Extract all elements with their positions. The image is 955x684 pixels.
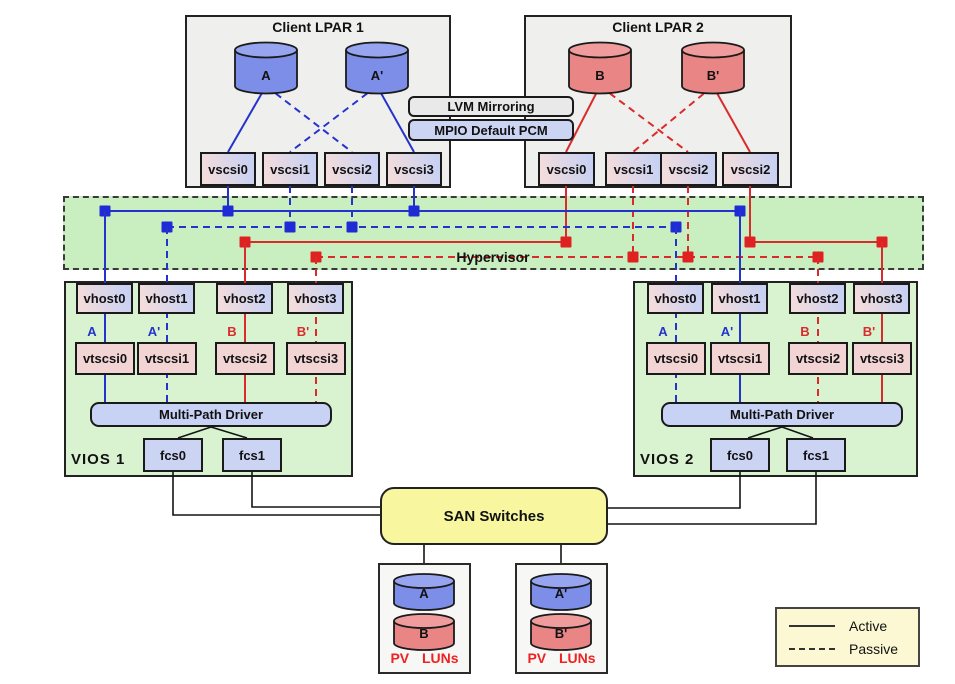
vios1-vhost3-box: vhost3 bbox=[287, 283, 344, 314]
vios2-label: VIOS 2 bbox=[640, 451, 695, 468]
mpio-default-pcm-box: MPIO Default PCM bbox=[408, 119, 574, 141]
fcs-san-links bbox=[172, 472, 817, 525]
lpar2-vscsi2-box: vscsi2 bbox=[660, 152, 717, 186]
mpd-fcs-links bbox=[177, 426, 814, 439]
solid-line-sample bbox=[789, 624, 835, 627]
lpar1-vscsi1-box: vscsi1 bbox=[262, 152, 318, 186]
vios2-vhost0-box: vhost0 bbox=[647, 283, 704, 314]
disk-a-prime-cylinder: A' bbox=[345, 41, 409, 95]
client-lpar2-title: Client LPAR 2 bbox=[612, 19, 704, 35]
disk-a-prime-label: A' bbox=[371, 68, 383, 83]
vios2-vtscsi0-box: vtscsi0 bbox=[646, 342, 706, 375]
vios1-fcs1-box: fcs1 bbox=[222, 438, 282, 472]
vios1-vhost0-box: vhost0 bbox=[76, 283, 133, 314]
lpar1-disk-links bbox=[227, 85, 415, 153]
vios2-vtscsi2-box: vtscsi2 bbox=[788, 342, 848, 375]
lpar2-vscsi2b-box: vscsi2 bbox=[722, 152, 779, 186]
hypervisor-bus-blue-passive bbox=[161, 221, 682, 233]
vios2-fcs1-box: fcs1 bbox=[786, 438, 846, 472]
hypervisor-bus-red-active bbox=[239, 236, 888, 248]
dashed-line-sample bbox=[789, 647, 835, 650]
pv-lun1-label: PV LUNs bbox=[390, 650, 459, 666]
lpar1-vscsi0-box: vscsi0 bbox=[200, 152, 256, 186]
vios2-fcs0-box: fcs0 bbox=[710, 438, 770, 472]
vios1-label: VIOS 1 bbox=[71, 451, 126, 468]
vios2-vhost2-box: vhost2 bbox=[789, 283, 846, 314]
lun-b-label: B bbox=[419, 626, 428, 641]
hypervisor-band bbox=[63, 196, 924, 270]
lun-b-prime-label: B' bbox=[555, 626, 567, 641]
vios1-vhost2-box: vhost2 bbox=[216, 283, 273, 314]
san-switches-box: SAN Switches bbox=[380, 487, 608, 545]
vios1-vtscsi2-box: vtscsi2 bbox=[215, 342, 275, 375]
vios1-path-a-prime-label: A' bbox=[147, 324, 161, 339]
pv-lun2-label: PV LUNs bbox=[527, 650, 596, 666]
lun-a-cylinder: A bbox=[393, 573, 455, 611]
vios1-path-b-label: B bbox=[227, 324, 237, 339]
legend-passive-label: Passive bbox=[849, 640, 899, 657]
disk-b-prime-cylinder: B' bbox=[681, 41, 745, 95]
hypervisor-bus-red-passive bbox=[310, 251, 824, 263]
disk-a-cylinder: A bbox=[234, 41, 298, 95]
lun-a-prime-label: A' bbox=[555, 586, 567, 601]
legend-row-passive: Passive bbox=[789, 641, 906, 657]
vios1-vtscsi3-box: vtscsi3 bbox=[286, 342, 346, 375]
disk-b-prime-label: B' bbox=[707, 68, 719, 83]
disk-b-cylinder: B bbox=[568, 41, 632, 95]
lun-a-prime-cylinder: A' bbox=[530, 573, 592, 611]
vios1-path-b-prime-label: B' bbox=[296, 324, 310, 339]
vios2-path-b-label: B bbox=[800, 324, 810, 339]
lun-b-prime-cylinder: B' bbox=[530, 613, 592, 651]
vios1-multipath-driver-box: Multi-Path Driver bbox=[90, 402, 332, 427]
legend-box: Active Passive bbox=[775, 607, 920, 667]
lun-a-label: A bbox=[419, 586, 429, 601]
lpar1-vscsi2-box: vscsi2 bbox=[324, 152, 380, 186]
vios2-path-a-label: A bbox=[658, 324, 668, 339]
vios2-vtscsi1-box: vtscsi1 bbox=[710, 342, 770, 375]
legend-active-label: Active bbox=[849, 617, 888, 634]
san-lun-links bbox=[423, 545, 562, 563]
vios2-vhost3-box: vhost3 bbox=[853, 283, 910, 314]
vios2-vhost1-box: vhost1 bbox=[711, 283, 768, 314]
vios2-vtscsi3-box: vtscsi3 bbox=[852, 342, 912, 375]
lun-b-cylinder: B bbox=[393, 613, 455, 651]
vios1-vtscsi0-box: vtscsi0 bbox=[75, 342, 135, 375]
vios2-path-b-prime-label: B' bbox=[862, 324, 876, 339]
disk-a-label: A bbox=[261, 68, 271, 83]
vscsi-drop-lines bbox=[227, 186, 751, 257]
legend-row-active: Active bbox=[789, 618, 906, 634]
vios1-vhost1-box: vhost1 bbox=[138, 283, 195, 314]
vios1-path-a-label: A bbox=[87, 324, 97, 339]
client-lpar1-title: Client LPAR 1 bbox=[272, 19, 364, 35]
lpar2-vscsi0-box: vscsi0 bbox=[538, 152, 595, 186]
lpar1-vscsi3-box: vscsi3 bbox=[386, 152, 442, 186]
lpar2-vscsi1-box: vscsi1 bbox=[605, 152, 662, 186]
vios1-fcs0-box: fcs0 bbox=[143, 438, 203, 472]
vios2-multipath-driver-box: Multi-Path Driver bbox=[661, 402, 903, 427]
hypervisor-bus-blue-active bbox=[99, 205, 746, 217]
lvm-mirroring-box: LVM Mirroring bbox=[408, 96, 574, 117]
vios1-vtscsi1-box: vtscsi1 bbox=[137, 342, 197, 375]
san-switches-label: SAN Switches bbox=[443, 507, 545, 525]
vios2-path-a-prime-label: A' bbox=[720, 324, 734, 339]
lpar2-disk-links bbox=[565, 85, 751, 153]
hypervisor-label: Hypervisor bbox=[456, 249, 530, 265]
disk-b-label: B bbox=[595, 68, 604, 83]
